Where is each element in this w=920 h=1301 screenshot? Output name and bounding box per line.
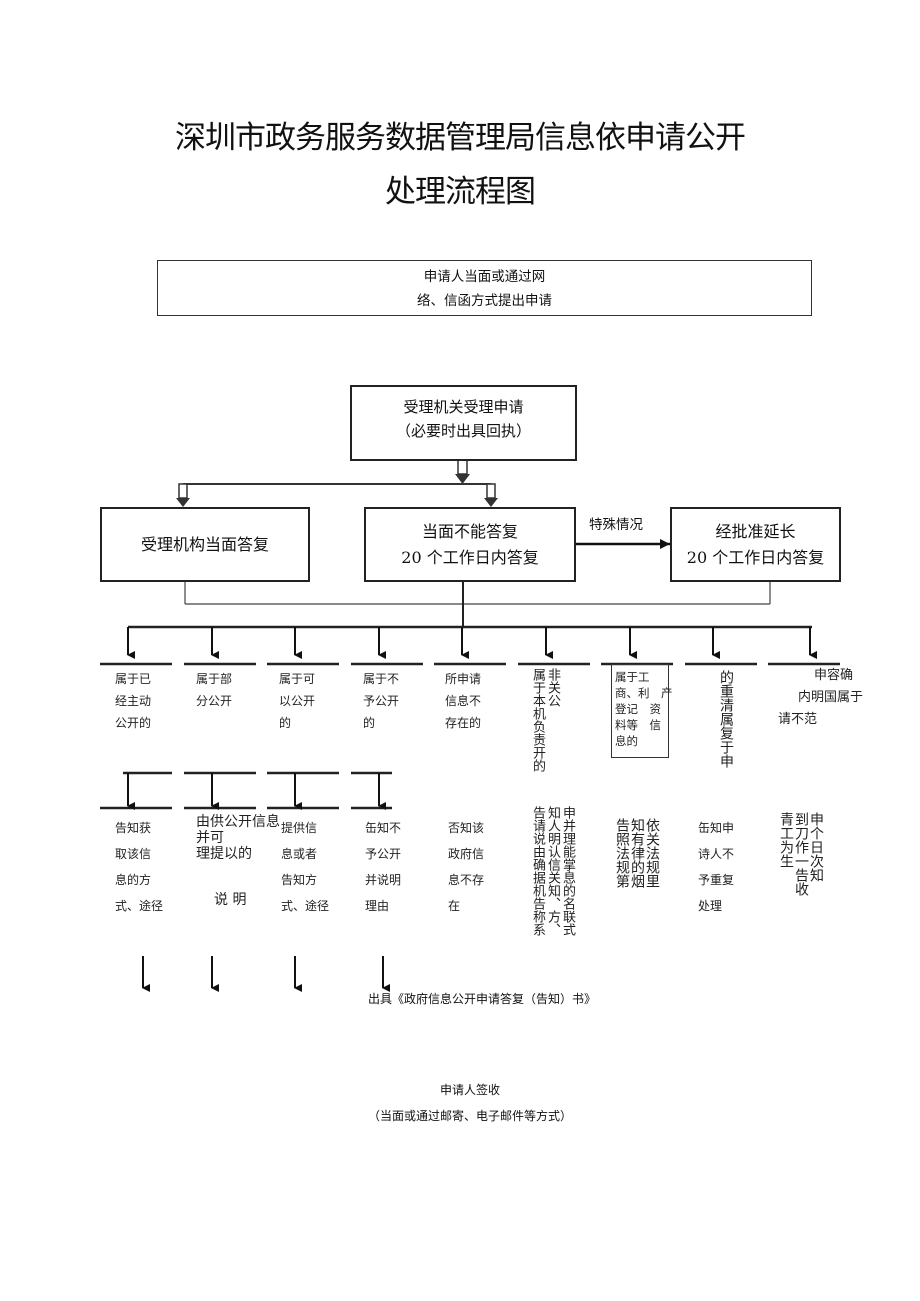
special-label: 特殊情况 bbox=[589, 517, 643, 533]
category-not-responsible: 非关公属于本机负责开的 bbox=[530, 668, 560, 772]
reply-now-box: 受理机构当面答复 bbox=[100, 507, 310, 582]
action-partial-provide: 由供公开信息 并可 理提以的 说 明 bbox=[196, 814, 280, 908]
left-hollow-arrow bbox=[176, 483, 190, 507]
action-no-repeat: 缶知申诗人不予重复处理 bbox=[698, 821, 735, 913]
second-level-arrows bbox=[127, 773, 386, 810]
accept-down-arrow bbox=[455, 459, 470, 484]
notice-label: 出具《政府信息公开申请答复（告知）书》 bbox=[368, 992, 597, 1006]
second-level-bars bbox=[100, 771, 392, 810]
category-not-disclose: 属于不予公开的 bbox=[363, 672, 400, 730]
action-refuse: 缶知不予公开并说明理由 bbox=[365, 821, 402, 913]
extend-box: 经批准延长 20 个工作日内答复 bbox=[670, 507, 841, 582]
category-partial: 属于部分公开 bbox=[196, 672, 233, 708]
page-subtitle: 处理流程图 bbox=[385, 174, 536, 210]
action-redirect: 申并理能掌息的名联式知人明认信关知、方、告请说由确据机告称系 bbox=[530, 806, 575, 936]
reply-20-box: 当面不能答复 20 个工作日内答复 bbox=[364, 507, 576, 582]
sign-method: （当面或通过邮寄、电子邮件等方式） bbox=[367, 1109, 572, 1123]
accept-box: 受理机关受理申请 （必要时出具回执） bbox=[350, 385, 577, 461]
right-hollow-arrow bbox=[484, 483, 498, 507]
branch-arrows bbox=[127, 627, 817, 659]
category-repeat: 的重清属复于申 bbox=[718, 670, 734, 768]
action-clarify: 申个日次知到刀作一告收青工为生 bbox=[778, 812, 824, 896]
category-unclear: 申容确 内明国属于 请不范 bbox=[778, 668, 864, 727]
action-inform-access: 告知获取该信息的方式、途径 bbox=[115, 821, 164, 913]
sign-title: 申请人签收 bbox=[439, 1083, 500, 1097]
page-title: 深圳市政务服务数据管理局信息依申请公开 bbox=[175, 120, 746, 156]
category-can-disclose: 属于可以公开的 bbox=[279, 672, 316, 730]
action-not-exist: 否知该政府信息不存在 bbox=[448, 821, 485, 913]
apply-box: 申请人当面或通过网 络、信函方式提出申请 bbox=[157, 260, 812, 316]
action-legal-basis: 依关法规里知有律的烟告照法规第 bbox=[614, 818, 660, 888]
action-provide-info: 提供信息或者告知方式、途径 bbox=[281, 821, 330, 913]
category-published: 属于已经主动公开的 bbox=[115, 672, 152, 730]
category-commercial-box: 属于工商、利 产登记 资料等 信息的 bbox=[611, 664, 673, 758]
category-not-exist: 所申请信息不存在的 bbox=[445, 672, 482, 730]
bottom-arrows bbox=[142, 956, 390, 992]
